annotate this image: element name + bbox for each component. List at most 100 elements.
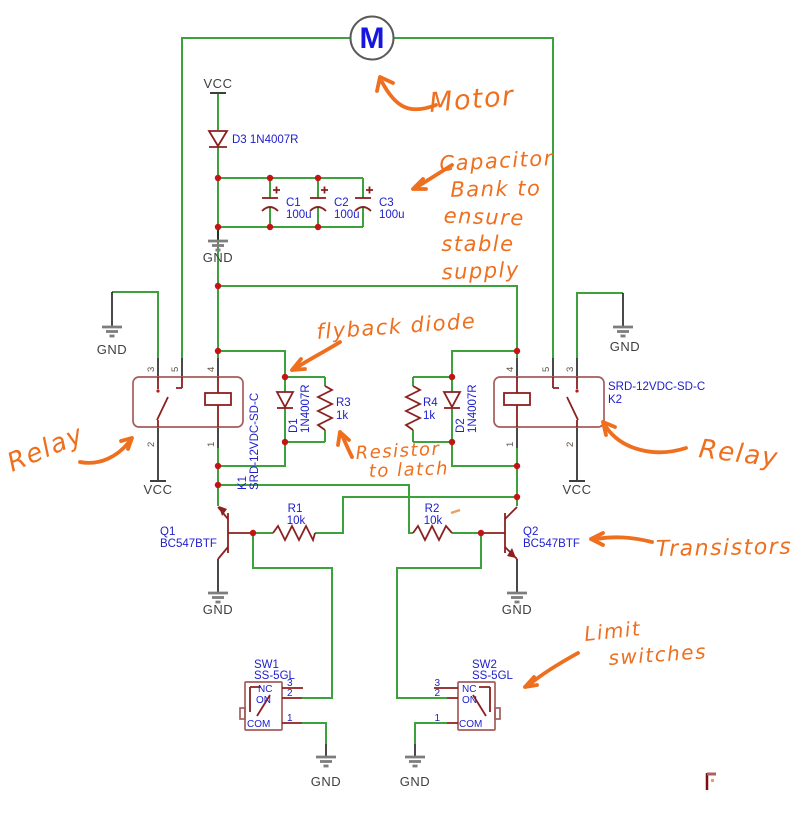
sw1-pin3-number: 3 (287, 678, 293, 689)
resistor-r2: R2 10k (412, 503, 453, 543)
gnd-right-label: GND (610, 339, 640, 354)
gnd-left-label: GND (97, 342, 127, 357)
d1-value: 1N4007R (300, 384, 312, 433)
limit-switches-line2: switches (608, 639, 708, 670)
junction-dots (214, 174, 521, 537)
k2-pin5-number: 5 (541, 367, 552, 372)
diode-d1: D1 1N4007R (275, 384, 312, 433)
q1-value: BC547BTF (160, 538, 217, 550)
stray-orange-mark (450, 508, 461, 515)
capbank-line1: Capacitor (439, 146, 554, 176)
c2-value: 100u (334, 209, 360, 221)
sw1-nc-label: NC (258, 684, 272, 695)
gnd-caps-label: GND (203, 250, 233, 265)
c2-ref: C2 (334, 197, 349, 209)
relay-k1: 3 5 4 2 1 K1 SRD-12VDC-SD-C (132, 367, 261, 490)
sw1-com-label: COM (247, 719, 270, 730)
d1-ref: D1 (288, 418, 300, 433)
c3-value: 100u (379, 209, 405, 221)
sw1-no-label: ON (256, 695, 271, 706)
k1-value: SRD-12VDC-SD-C (249, 393, 261, 490)
transistors-arrow (594, 535, 654, 544)
k1-ref: K1 (237, 476, 249, 490)
sw1-pin2-number: 2 (287, 688, 293, 699)
k2-pin1-number: 1 (505, 442, 516, 447)
limit-switches-line1: Limit (583, 616, 642, 646)
vcc-top-label: VCC (204, 76, 233, 91)
capacitor-c3: C3 100u (354, 186, 405, 221)
r2-value: 10k (424, 515, 443, 527)
capacitor-c1: C1 100u (261, 186, 312, 221)
gnd-q1-label: GND (203, 602, 233, 617)
sw2-pin1-number: 1 (434, 713, 440, 724)
motor-letter: M (360, 22, 385, 55)
motor-arrow (380, 80, 438, 112)
c1-ref: C1 (286, 197, 301, 209)
gnd-sw2-label: GND (400, 774, 430, 789)
diode-d3: D3 1N4007R (207, 130, 298, 148)
k2-pin2-number: 2 (565, 442, 576, 447)
resistor-latch-line2: to latch (368, 458, 449, 482)
resistor-r4: R4 1k (403, 385, 438, 431)
vcc-left-label: VCC (144, 482, 173, 497)
sw1-value: SS-5GL (254, 670, 296, 682)
capbank-line4: stable (441, 232, 514, 256)
relay-k2: 4 5 3 1 2 SRD-12VDC-SD-C K2 (493, 367, 705, 447)
d2-value: 1N4007R (467, 384, 479, 433)
capacitor-bank: C1 100u C2 100u C3 100u (261, 186, 405, 221)
k1-pin4-number: 4 (206, 367, 217, 372)
sw2-nc-label: NC (462, 684, 476, 695)
capbank-line5: supply (441, 258, 520, 285)
r3-ref: R3 (336, 397, 351, 409)
c1-value: 100u (286, 209, 312, 221)
q1-ref: Q1 (160, 526, 175, 538)
relay-left-arrow (78, 440, 131, 465)
transistors-annotation: Transistors (656, 535, 793, 562)
capacitor-bank-arrow (415, 163, 454, 189)
q2-value: BC547BTF (523, 538, 580, 550)
k2-pin4-number: 4 (505, 367, 516, 372)
motor: M (349, 15, 395, 61)
d3-label: D3 1N4007R (232, 134, 298, 146)
power-symbols: VCC VCC VCC GND GND GND GND GND GND GND (97, 76, 640, 789)
transistor-q1: Q1 BC547BTF (160, 506, 253, 560)
sw2-pin2-number: 2 (434, 688, 440, 699)
resistor-r3: R3 1k (315, 385, 351, 431)
k2-ref: K2 (608, 394, 622, 406)
capbank-line3: ensure (443, 204, 525, 231)
gnd-sw1-label: GND (311, 774, 341, 789)
motor-annotation: Motor (428, 81, 516, 119)
capacitor-c2: C2 100u (309, 186, 360, 221)
resistor-r1: R1 10k (272, 503, 316, 543)
sw2-com-label: COM (459, 719, 482, 730)
q2-ref: Q2 (523, 526, 538, 538)
q1-arrow (219, 506, 227, 516)
q2-arrow (507, 548, 516, 558)
flyback-annotation: flyback diode (316, 309, 477, 344)
switch-sw1: SW1 SS-5GL NC ON COM 3 2 1 (239, 659, 303, 731)
r4-ref: R4 (423, 397, 438, 409)
k2-pin3-number: 3 (565, 367, 576, 372)
capbank-line2: Bank to (450, 176, 541, 202)
page-corner-mark (705, 772, 716, 790)
sw2-no-label: ON (462, 695, 477, 706)
k1-pin5-number: 5 (170, 367, 181, 372)
sw2-ref: SW2 (472, 659, 497, 671)
transistor-q2: Q2 BC547BTF (481, 506, 580, 560)
relay-right-arrow (604, 425, 688, 455)
sw1-pin1-number: 1 (287, 713, 293, 724)
sw1-ref: SW1 (254, 659, 279, 671)
wires (112, 37, 623, 744)
r1-ref: R1 (288, 503, 303, 515)
r4-value: 1k (423, 410, 435, 422)
flyback-arrow (294, 340, 342, 370)
motor-circle (349, 15, 395, 61)
c3-ref: C3 (379, 197, 394, 209)
limit-switches-arrow (528, 651, 580, 686)
k1-pin1-number: 1 (206, 442, 217, 447)
gnd-q2-label: GND (502, 602, 532, 617)
r3-value: 1k (336, 410, 348, 422)
diode-d2: D2 1N4007R (442, 384, 479, 433)
